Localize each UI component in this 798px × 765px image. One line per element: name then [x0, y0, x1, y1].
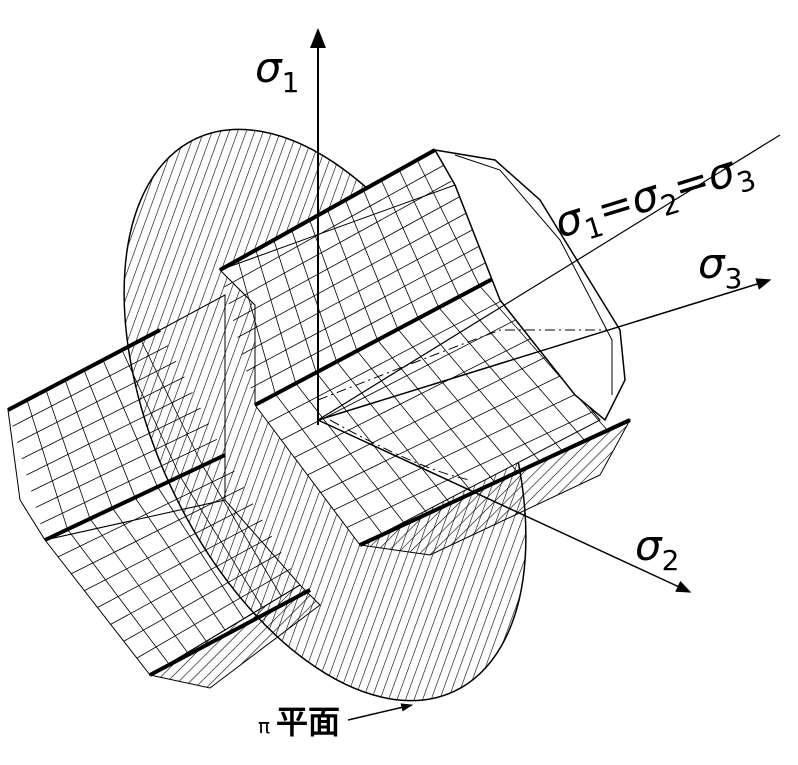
prism-end-cap-inner — [454, 154, 613, 395]
hydrostatic-axis-line — [317, 134, 781, 421]
deviatoric-trace-dashed — [317, 329, 610, 481]
hydrostatic-axis-label: σ1=σ2=σ3 — [549, 141, 760, 254]
sigma3-label: σ3 — [698, 239, 742, 295]
grid-line — [346, 401, 614, 528]
prism-right-part — [219, 148, 632, 556]
grid-line — [320, 365, 582, 493]
axes — [310, 28, 781, 593]
grid-line — [224, 165, 444, 288]
prism-end-cap — [433, 149, 626, 422]
prism-right-grid — [224, 159, 614, 535]
pi-plane-pointer-arrow — [347, 703, 414, 721]
grid-line — [307, 347, 566, 476]
sigma2-label: σ2 — [635, 521, 679, 577]
grid-line — [267, 292, 517, 423]
grid-line — [237, 212, 468, 338]
grid-line — [294, 329, 549, 458]
sigma3-axis-line — [317, 278, 772, 421]
grid-line — [250, 259, 493, 389]
grid-line — [228, 180, 452, 305]
sigma1-label: σ1 — [255, 43, 299, 99]
grid-line — [232, 196, 460, 321]
prism-right-bottom-edge — [359, 418, 631, 547]
sigma2-axis-line — [317, 419, 692, 593]
prism-right-top-edge — [219, 148, 436, 272]
grid-line — [241, 227, 476, 355]
prism-right-mid-edge — [254, 273, 501, 407]
grid-line — [246, 243, 484, 372]
grid-line — [333, 383, 598, 511]
